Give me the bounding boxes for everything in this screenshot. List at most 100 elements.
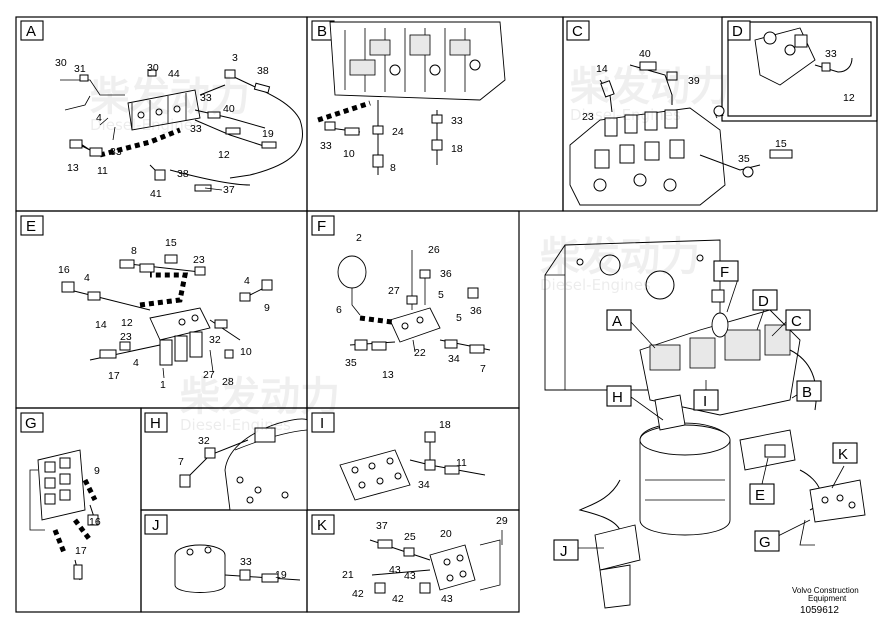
panel-d-part-numbers: 33 12 (825, 48, 855, 104)
svg-text:42: 42 (352, 588, 364, 600)
panel-e-drawing (61, 254, 273, 379)
svg-text:14: 14 (596, 63, 608, 75)
watermark: 柴发动力 Diesel-Engines 柴发动力 Diesel-Engines … (90, 64, 730, 434)
footer: Volvo Construction Equipment 1059612 (792, 586, 859, 616)
distribution-block (127, 89, 201, 131)
panel-g-part-numbers: 9 16 17 (75, 465, 101, 557)
svg-text:43: 43 (441, 593, 453, 605)
svg-text:43: 43 (389, 564, 401, 576)
svg-text:8: 8 (390, 162, 396, 174)
svg-text:27: 27 (388, 285, 400, 297)
svg-text:24: 24 (392, 126, 404, 138)
svg-text:26: 26 (428, 244, 440, 256)
panel-b-label: B (317, 23, 327, 40)
overview-machine (544, 239, 866, 609)
panel-k-label: K (317, 517, 327, 534)
panel-k-drawing (369, 530, 503, 594)
panel-h-label: H (150, 415, 161, 432)
svg-text:38: 38 (257, 65, 269, 77)
svg-text:33: 33 (451, 115, 463, 127)
overview-label-k: K (838, 446, 848, 463)
svg-text:40: 40 (223, 103, 235, 115)
panel-i-part-numbers: 18 11 34 (418, 419, 467, 491)
panel-a-label: A (26, 23, 36, 40)
panel-h-drawing (179, 418, 308, 511)
swing-motor (224, 418, 308, 511)
panel-j-drawing (174, 544, 301, 593)
svg-text:10: 10 (343, 148, 355, 160)
svg-text:13: 13 (382, 369, 394, 381)
overview-label-j: J (560, 543, 568, 560)
panel-i-drawing (339, 431, 486, 501)
svg-text:16: 16 (58, 264, 70, 276)
overview-label-h: H (612, 389, 623, 406)
svg-text:4: 4 (244, 275, 250, 287)
svg-text:18: 18 (439, 419, 451, 431)
svg-text:37: 37 (223, 184, 235, 196)
panel-b-part-numbers: 33 10 24 33 8 18 (320, 115, 463, 174)
svg-text:6: 6 (336, 304, 342, 316)
svg-text:Diesel-Engines: Diesel-Engines (570, 106, 681, 124)
svg-text:23: 23 (193, 254, 205, 266)
svg-text:2: 2 (356, 232, 362, 244)
overview-label-f: F (720, 264, 729, 281)
svg-text:33: 33 (240, 556, 252, 568)
panel-f-drawing (337, 250, 491, 354)
panel-g-drawing (29, 449, 99, 581)
panel-a-part-numbers: 30 31 30 44 3 38 33 40 4 19 33 33 12 13 … (55, 52, 274, 200)
svg-text:Diesel-Engines: Diesel-Engines (90, 116, 201, 134)
svg-text:柴发动力: 柴发动力 (570, 64, 730, 110)
panel-k-frame (306, 509, 520, 613)
svg-text:柴发动力: 柴发动力 (90, 74, 250, 120)
svg-text:13: 13 (67, 162, 79, 174)
svg-text:Diesel-Engines: Diesel-Engines (180, 416, 291, 434)
svg-text:33: 33 (110, 146, 122, 158)
svg-text:14: 14 (95, 319, 107, 331)
panel-letter-labels: A B C D E F G H I J K (20, 20, 751, 535)
panel-g-label: G (25, 415, 37, 432)
svg-text:23: 23 (582, 111, 594, 123)
svg-text:21: 21 (342, 569, 354, 581)
svg-text:3: 3 (232, 52, 238, 64)
svg-text:15: 15 (165, 237, 177, 249)
svg-text:33: 33 (320, 140, 332, 152)
svg-text:35: 35 (345, 357, 357, 369)
svg-text:23: 23 (120, 331, 132, 343)
panel-k-part-numbers: 37 20 29 25 21 43 43 42 42 43 (342, 515, 508, 605)
accumulator (337, 255, 367, 289)
svg-text:29: 29 (496, 515, 508, 527)
svg-text:20: 20 (440, 528, 452, 540)
svg-text:37: 37 (376, 520, 388, 532)
overview-callouts: F D A C H I B E K J G (553, 260, 858, 561)
overview-label-g: G (759, 534, 771, 551)
svg-text:7: 7 (480, 363, 486, 375)
svg-text:16: 16 (89, 516, 101, 528)
svg-text:Diesel-Engines: Diesel-Engines (540, 276, 651, 294)
solenoid-block (429, 544, 476, 591)
panel-c-drawing (569, 61, 793, 206)
overview-label-c: C (791, 313, 802, 330)
svg-text:5: 5 (456, 312, 462, 324)
svg-text:36: 36 (470, 305, 482, 317)
overview-label-a: A (612, 313, 622, 330)
panel-e-label: E (26, 218, 36, 235)
footer-company-2: Equipment (808, 594, 847, 603)
overview-label-e: E (755, 487, 765, 504)
svg-text:15: 15 (775, 138, 787, 150)
svg-text:12: 12 (121, 317, 133, 329)
svg-text:40: 40 (639, 48, 651, 60)
svg-text:19: 19 (275, 569, 287, 581)
svg-text:7: 7 (178, 456, 184, 468)
panel-i-frame (306, 407, 520, 511)
bracket (60, 79, 125, 96)
panel-b-drawing (317, 21, 506, 175)
manifold-block (389, 307, 441, 343)
svg-text:35: 35 (738, 153, 750, 165)
panel-j-part-numbers: 33 19 (240, 556, 287, 581)
svg-text:34: 34 (418, 479, 430, 491)
svg-text:22: 22 (414, 347, 426, 359)
svg-text:33: 33 (200, 92, 212, 104)
svg-text:1: 1 (160, 379, 166, 391)
svg-text:4: 4 (84, 272, 90, 284)
